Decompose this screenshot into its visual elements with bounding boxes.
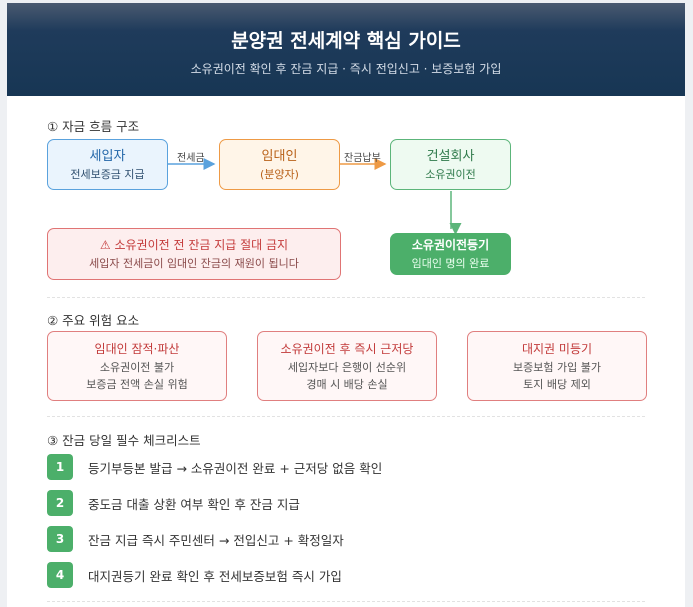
risk-title: 소유권이전 후 즉시 근저당 bbox=[280, 341, 414, 356]
header-banner: 분양권 전세계약 핵심 가이드 소유권이전 확인 후 잔금 지급 · 즉시 전입… bbox=[7, 3, 685, 96]
registration-box: 소유권이전등기 임대인 명의 완료 bbox=[390, 233, 511, 275]
checklist-number-badge: 4 bbox=[47, 562, 73, 588]
section-title-risks: ② 주요 위험 요소 bbox=[47, 313, 140, 328]
section-title-fund-flow: ① 자금 흐름 구조 bbox=[47, 119, 140, 134]
tenant-sub: 전세보증금 지급 bbox=[70, 167, 145, 181]
risk-title: 임대인 잠적·파산 bbox=[94, 341, 180, 356]
risk-line: 소유권이전 불가 bbox=[99, 360, 175, 374]
risk-line: 보증금 전액 손실 위험 bbox=[86, 377, 188, 391]
checklist-item: 3 잔금 지급 즉시 주민센터 → 전입신고 + 확정일자 bbox=[47, 526, 344, 552]
lessor-title: 임대인 bbox=[261, 148, 298, 164]
builder-title: 건설회사 bbox=[426, 148, 475, 164]
checklist-number-badge: 1 bbox=[47, 454, 73, 480]
page-title: 분양권 전세계약 핵심 가이드 bbox=[231, 30, 461, 52]
section-title-checklist: ③ 잔금 당일 필수 체크리스트 bbox=[47, 433, 201, 448]
risk-line: 보증보험 가입 불가 bbox=[513, 360, 601, 374]
checklist-text: 잔금 지급 즉시 주민센터 → 전입신고 + 확정일자 bbox=[88, 532, 344, 548]
arrow-label-balance: 잔금납부 bbox=[344, 153, 381, 164]
risk-card: 소유권이전 후 즉시 근저당 세입자보다 은행이 선순위 경매 시 배당 손실 bbox=[257, 331, 437, 401]
builder-box: 건설회사 소유권이전 bbox=[390, 139, 511, 190]
risk-card: 대지권 미등기 보증보험 가입 불가 토지 배당 제외 bbox=[467, 331, 647, 401]
flow-arrows bbox=[168, 158, 462, 235]
checklist-item: 4 대지권등기 완료 확인 후 전세보증보험 즉시 가입 bbox=[47, 562, 342, 588]
divider bbox=[47, 416, 645, 417]
risk-line: 세입자보다 은행이 선순위 bbox=[287, 360, 407, 374]
divider bbox=[47, 601, 645, 602]
risk-card: 임대인 잠적·파산 소유권이전 불가 보증금 전액 손실 위험 bbox=[47, 331, 227, 401]
warning-title: ⚠ 소유권이전 전 잔금 지급 절대 금지 bbox=[99, 238, 289, 252]
lessor-sub: (분양자) bbox=[260, 167, 299, 181]
tenant-title: 세입자 bbox=[89, 148, 126, 164]
checklist-number-badge: 3 bbox=[47, 526, 73, 552]
registration-sub: 임대인 명의 완료 bbox=[411, 257, 490, 270]
checklist-item: 1 등기부등본 발급 → 소유권이전 완료 + 근저당 없음 확인 bbox=[47, 454, 382, 480]
lessor-box: 임대인 (분양자) bbox=[219, 139, 340, 190]
arrow-label-deposit: 전세금 bbox=[177, 153, 205, 164]
risk-title: 대지권 미등기 bbox=[521, 341, 593, 356]
divider bbox=[47, 297, 645, 298]
guide-card: 분양권 전세계약 핵심 가이드 소유권이전 확인 후 잔금 지급 · 즉시 전입… bbox=[7, 3, 685, 607]
warning-box: ⚠ 소유권이전 전 잔금 지급 절대 금지 세입자 전세금이 임대인 잔금의 재… bbox=[47, 228, 341, 280]
builder-sub: 소유권이전 bbox=[425, 167, 476, 181]
warning-sub: 세입자 전세금이 임대인 잔금의 재원이 됩니다 bbox=[89, 257, 299, 270]
risk-line: 토지 배당 제외 bbox=[523, 377, 591, 391]
checklist-text: 등기부등본 발급 → 소유권이전 완료 + 근저당 없음 확인 bbox=[88, 460, 383, 476]
checklist-number-badge: 2 bbox=[47, 490, 73, 516]
tenant-box: 세입자 전세보증금 지급 bbox=[47, 139, 168, 190]
page-subtitle: 소유권이전 확인 후 잔금 지급 · 즉시 전입신고 · 보증보험 가입 bbox=[190, 62, 502, 76]
registration-title: 소유권이전등기 bbox=[411, 238, 490, 252]
risk-line: 경매 시 배당 손실 bbox=[306, 377, 388, 391]
checklist-text: 중도금 대출 상환 여부 확인 후 잔금 지급 bbox=[88, 496, 300, 512]
checklist-text: 대지권등기 완료 확인 후 전세보증보험 즉시 가입 bbox=[88, 568, 342, 584]
checklist-item: 2 중도금 대출 상환 여부 확인 후 잔금 지급 bbox=[47, 490, 300, 516]
